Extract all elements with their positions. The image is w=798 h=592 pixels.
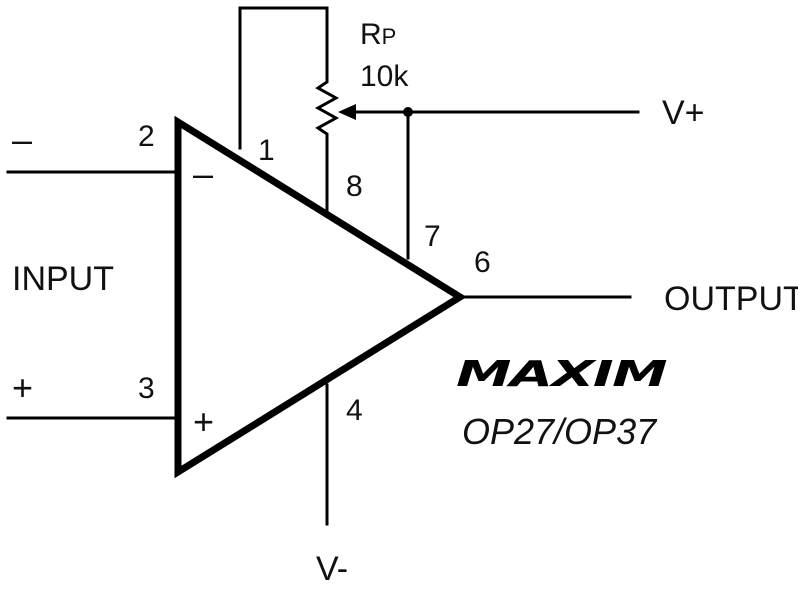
potentiometer-resistor (314, 70, 340, 212)
rp-name: R (360, 18, 382, 51)
input-minus-sign: – (12, 119, 32, 160)
output-label: OUTPUT (664, 280, 798, 318)
pin-1-label: 1 (258, 134, 275, 167)
pin-6-label: 6 (474, 246, 491, 279)
pin-4-label: 4 (346, 394, 363, 427)
rp-value-label: 10k (360, 60, 409, 93)
rp-subscript: P (382, 24, 397, 49)
pin-8-label: 8 (346, 170, 363, 203)
rp-label: RP (360, 18, 396, 51)
inner-plus-sign: + (193, 401, 214, 442)
pin-3-label: 3 (138, 372, 155, 405)
inner-minus-sign: – (193, 153, 213, 194)
pin-7-label: 7 (424, 220, 441, 253)
part-number-label: OP27/OP37 (462, 411, 658, 452)
input-label: INPUT (12, 260, 114, 298)
pin-2-label: 2 (138, 120, 155, 153)
wiper-arrowhead (338, 104, 356, 120)
input-plus-sign: + (12, 367, 33, 408)
opamp-triangle (174, 115, 467, 479)
vminus-label: V- (316, 550, 348, 588)
pin1-offset-wire (238, 6, 329, 150)
maxim-logo: MAXIM (456, 354, 668, 395)
vplus-label: V+ (662, 94, 705, 132)
